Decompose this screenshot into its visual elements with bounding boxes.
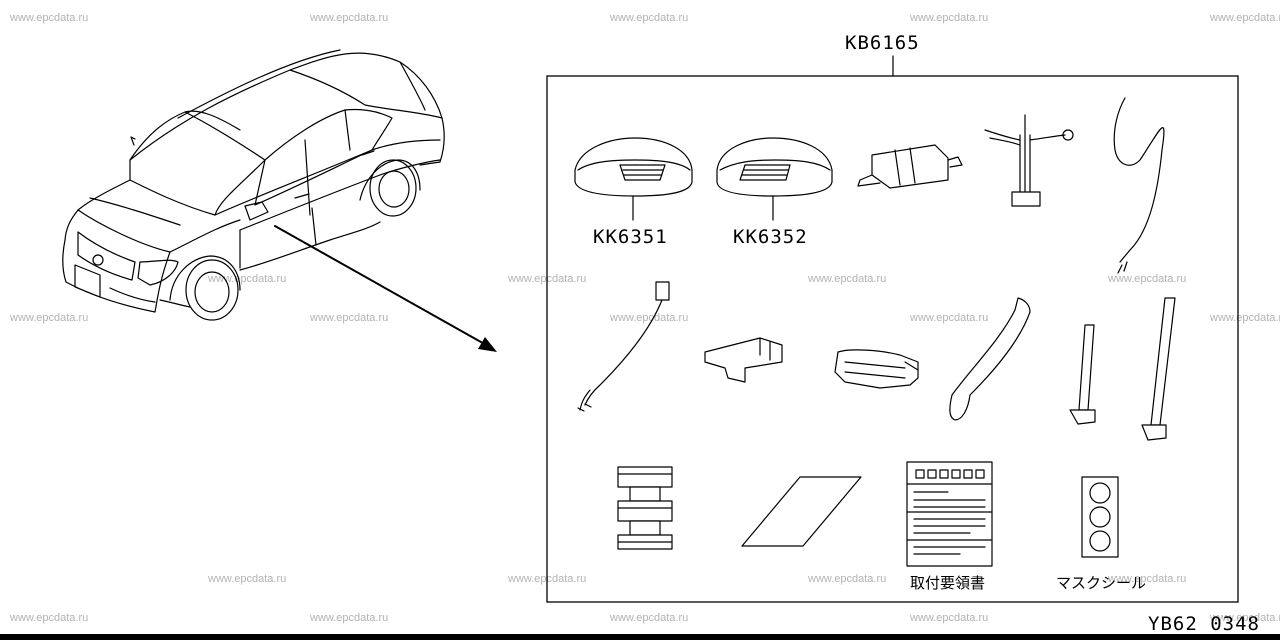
- mirror-cover-right: KK6352: [716, 137, 833, 248]
- watermark: www.epcdata.ru: [609, 12, 688, 24]
- wire-harness: [984, 114, 1074, 207]
- diagram-code: YB62 0348: [1148, 613, 1260, 635]
- instruction-sheet: 取付要領書: [906, 461, 993, 592]
- part-code-right: KK6352: [733, 226, 808, 248]
- protective-sheet: [741, 476, 862, 547]
- watermark: www.epcdata.ru: [9, 612, 88, 624]
- watermark: www.epcdata.ru: [207, 273, 286, 285]
- mask-seal-label: マスクシール: [1056, 574, 1146, 592]
- car-illustration: [62, 49, 445, 321]
- watermark: www.epcdata.ru: [9, 12, 88, 24]
- wire-with-connector: [577, 281, 670, 412]
- watermark: www.epcdata.ru: [909, 12, 988, 24]
- watermark: www.epcdata.ru: [807, 273, 886, 285]
- part-code-left: KK6351: [593, 226, 668, 248]
- watermark: www.epcdata.ru: [609, 612, 688, 624]
- watermark: www.epcdata.ru: [309, 312, 388, 324]
- instructions-label: 取付要領書: [910, 574, 985, 592]
- kit-assembly: KB6165 KK6351 KK6352: [546, 32, 1239, 603]
- foam-tape: [617, 466, 673, 550]
- kit-box: [546, 75, 1239, 603]
- watermark: www.epcdata.ru: [309, 12, 388, 24]
- watermark: www.epcdata.ru: [9, 312, 88, 324]
- grommet-tube: [949, 297, 1031, 421]
- watermark: www.epcdata.ru: [909, 612, 988, 624]
- watermark: www.epcdata.ru: [1107, 573, 1186, 585]
- long-wire: [1113, 97, 1165, 274]
- watermark: www.epcdata.ru: [1209, 612, 1280, 624]
- clip-b: [834, 349, 919, 389]
- mirror-cover-left: KK6351: [574, 137, 693, 248]
- watermark: www.epcdata.ru: [1209, 12, 1280, 24]
- pointer-arrow: [274, 225, 497, 352]
- watermark: www.epcdata.ru: [207, 573, 286, 585]
- clip-a: [704, 337, 783, 383]
- bottom-border: [0, 634, 1280, 640]
- kit-code-label: KB6165: [845, 32, 920, 54]
- cable-tie-long: [1141, 297, 1176, 441]
- watermark-layer: www.epcdata.ru www.epcdata.ru www.epcdat…: [9, 12, 1280, 624]
- lamp-module: [857, 144, 963, 189]
- watermark: www.epcdata.ru: [1209, 312, 1280, 324]
- watermark: www.epcdata.ru: [909, 312, 988, 324]
- watermark: www.epcdata.ru: [309, 612, 388, 624]
- watermark: www.epcdata.ru: [807, 573, 886, 585]
- watermark: www.epcdata.ru: [609, 312, 688, 324]
- cable-tie-short: [1069, 324, 1096, 425]
- mask-seal: マスクシール: [1056, 476, 1146, 592]
- watermark: www.epcdata.ru: [1107, 273, 1186, 285]
